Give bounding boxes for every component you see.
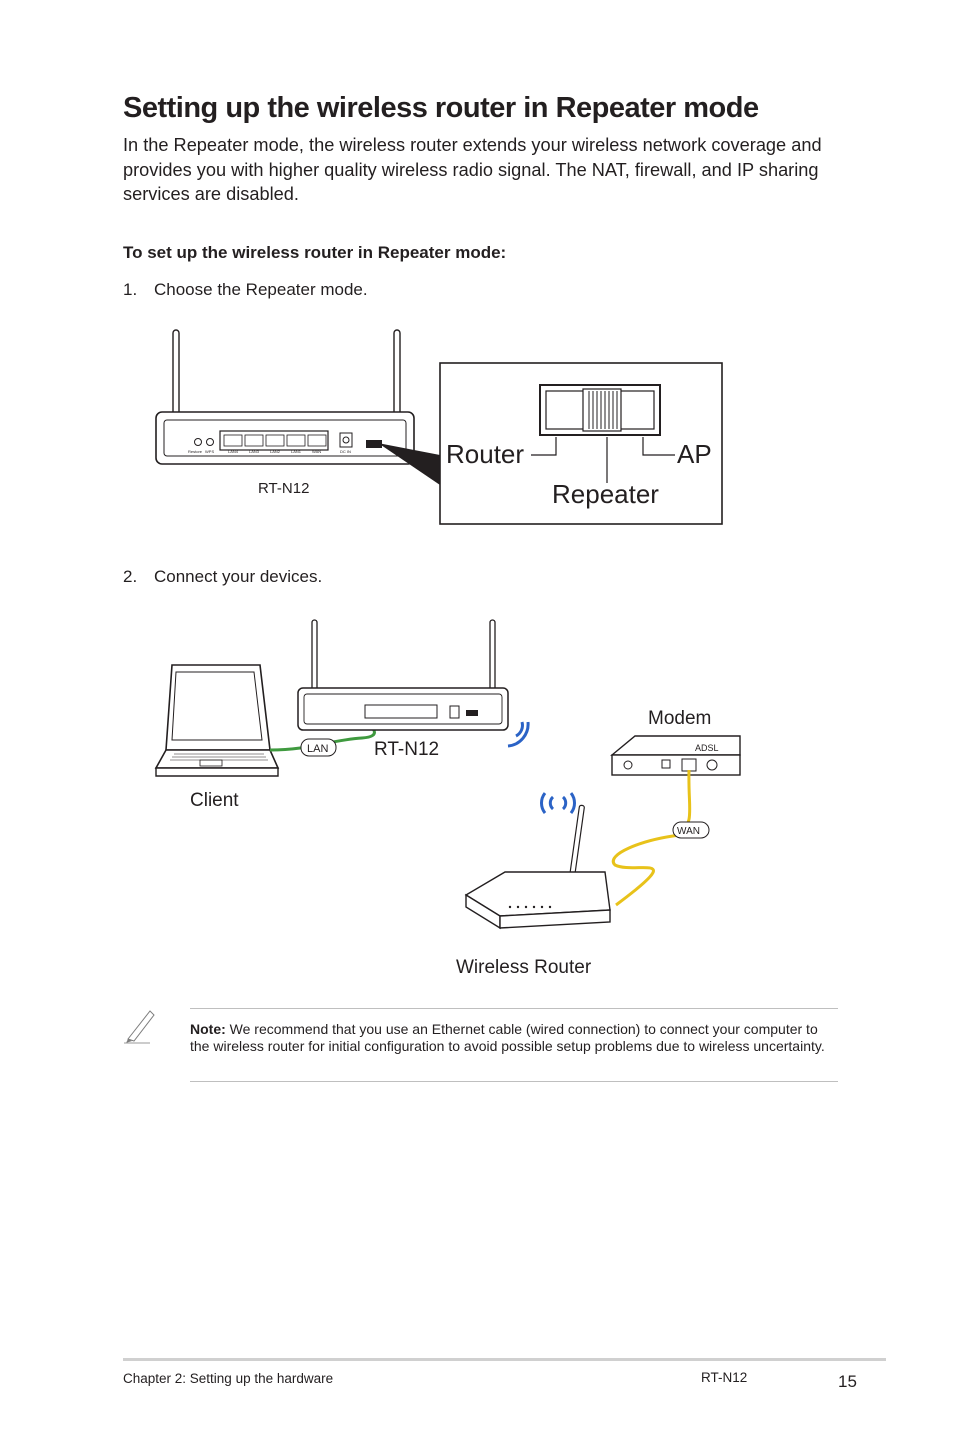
mode-switch-zoom: Router AP Repeater [439,362,723,525]
figure-connect-devices: Client LAN RT-N12 ADSL Modem WAN [154,619,741,978]
port-label-lan3: LAN3 [249,449,260,454]
router-back-panel: Restore WPS LAN4 LAN3 LAN2 LAN1 WAN DC I… [155,411,415,465]
rt-n12-router-icon [297,619,509,731]
switch-label-ap: AP [677,439,712,469]
port-label-dc-in: DC IN [340,449,351,454]
modem-label: Modem [648,708,711,729]
note-body: We recommend that you use an Ethernet ca… [190,1021,825,1054]
port-label-wan: WAN [312,449,321,454]
footer-chapter: Chapter 2: Setting up the hardware [123,1371,334,1386]
laptop-icon [154,664,280,777]
client-label: Client [190,790,239,811]
note-rule-bottom [190,1081,838,1082]
step-number: 1. [123,280,138,299]
port-label-lan2: LAN2 [270,449,281,454]
step-text: Connect your devices. [154,567,323,586]
footer-rule [123,1358,886,1361]
note-rule-top [190,1008,838,1009]
steps-heading: To set up the wireless router in Repeate… [123,243,507,262]
zoom-pointer [378,443,440,485]
intro-paragraph: In the Repeater mode, the wireless route… [123,135,822,204]
lan-tag-text: LAN [307,743,328,755]
modem-icon: ADSL [610,735,741,776]
page-number: 15 [838,1372,857,1391]
note-text: Note: We recommend that you use an Ether… [190,1021,835,1055]
wan-tag [672,821,710,839]
wireless-router-signal-icon [540,792,576,814]
port-label-lan1: LAN1 [291,449,302,454]
port-label-restore: Restore [188,449,203,454]
wan-cable [611,769,692,907]
wifi-waves-icon [507,721,530,748]
switch-label-router: Router [446,439,524,469]
switch-label-repeater: Repeater [552,479,659,509]
note-label: Note: [190,1021,226,1037]
wireless-router-label: Wireless Router [456,957,592,978]
port-label-wps: WPS [205,449,214,454]
note-pencil-icon [124,1010,155,1044]
page-title: Setting up the wireless router in Repeat… [123,92,759,124]
step-1: 1. Choose the Repeater mode. [123,280,368,300]
step-text: Choose the Repeater mode. [154,280,368,299]
wireless-router-icon [464,804,611,930]
device-label: RT-N12 [258,480,309,497]
adsl-text: ADSL [695,743,719,753]
rt-n12-label: RT-N12 [374,739,439,760]
step-number: 2. [123,567,138,586]
lan-tag [300,738,337,757]
figure-mode-switch: Restore WPS LAN4 LAN3 LAN2 LAN1 WAN DC I… [155,329,723,525]
port-label-lan4: LAN4 [228,449,239,454]
wan-tag-text: WAN [677,826,700,837]
footer-model: RT-N12 [701,1370,748,1385]
step-2: 2. Connect your devices. [123,567,322,587]
